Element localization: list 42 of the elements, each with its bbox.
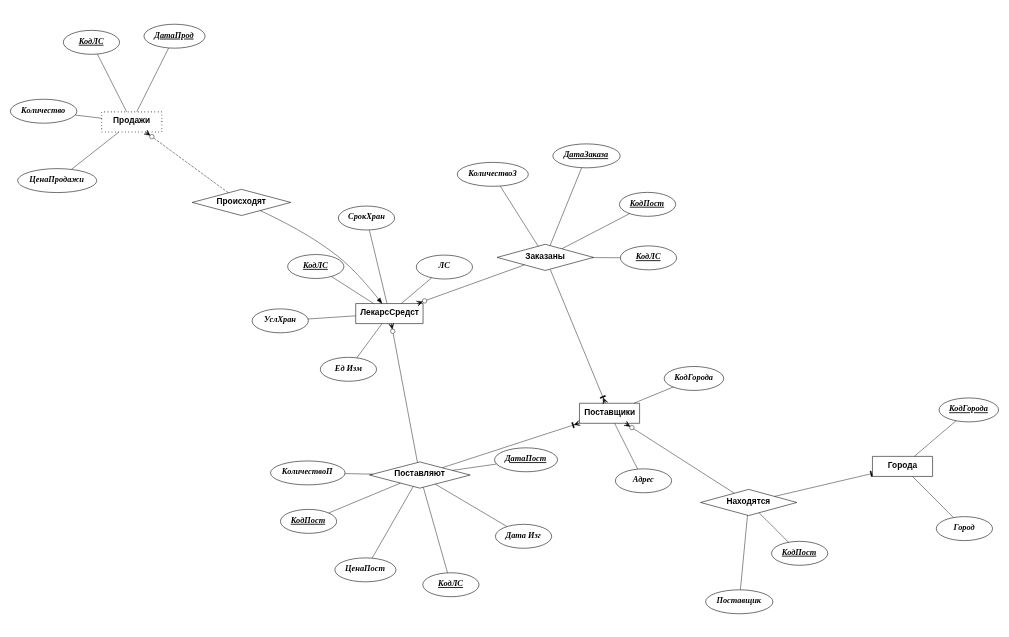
node-ellipse: УслХран <box>251 308 309 333</box>
connector <box>388 322 418 463</box>
connector <box>550 268 608 404</box>
node-diamond: Заказаны <box>496 243 594 271</box>
node-ellipse: КодПост <box>280 508 337 534</box>
node-ellipse: КоличествоП <box>270 460 346 485</box>
node-diamond: Поставляют <box>369 461 471 488</box>
connector <box>416 264 525 306</box>
node-ellipse: Адрес <box>615 468 672 493</box>
connector <box>442 419 581 468</box>
connector <box>592 256 621 258</box>
node-ellipse: КодЛС <box>287 253 345 279</box>
connector <box>623 420 735 493</box>
node-ellipse: ДатаПрод <box>143 23 206 48</box>
node-ellipse: КодЛС <box>422 572 480 597</box>
node-ellipse: ДатаЗаказа <box>552 143 621 168</box>
node-ellipse: Поставщик <box>705 589 774 614</box>
node-ellipse: ЦенаПродажи <box>17 167 98 193</box>
node-ellipse: Дата Изг <box>495 523 552 549</box>
node-box: Продажи <box>101 110 163 132</box>
node-ellipse: ЛС <box>416 254 473 279</box>
node-ellipse: ЦенаПост <box>334 557 397 582</box>
node-ellipse: ДатаПост <box>494 447 558 472</box>
connector <box>344 472 374 474</box>
connector <box>774 470 873 497</box>
connector <box>143 129 229 193</box>
node-box: Города <box>872 455 933 477</box>
node-ellipse: КоличествоЗ <box>456 161 529 187</box>
node-ellipse: Ед Изм <box>320 356 377 382</box>
node-ellipse: КодЛС <box>620 245 677 270</box>
node-ellipse: Количество <box>10 98 78 123</box>
node-box: Поставщики <box>579 402 640 424</box>
node-diamond: Происходят <box>191 188 292 216</box>
arrow <box>259 209 383 304</box>
node-ellipse: КодГорода <box>663 365 724 391</box>
node-ellipse: КодГорода <box>938 397 999 422</box>
node-ellipse: КодПост <box>619 191 676 217</box>
node-ellipse: СрокХран <box>338 205 395 230</box>
node-ellipse: Город <box>936 515 993 541</box>
node-ellipse: КодПост <box>771 540 829 566</box>
node-ellipse: КодЛС <box>63 29 120 55</box>
node-diamond: Находятся <box>700 488 798 516</box>
